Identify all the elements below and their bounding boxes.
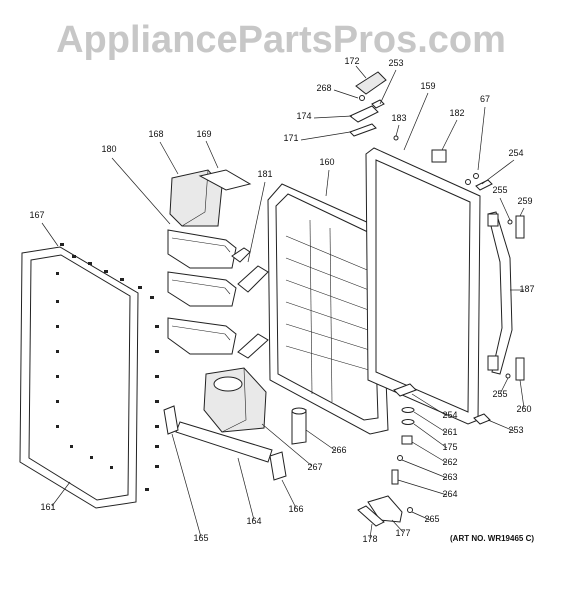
callout-255: 255 <box>492 185 507 195</box>
callout-167: 167 <box>29 210 44 220</box>
callout-268: 268 <box>316 83 331 93</box>
callout-263: 263 <box>442 472 457 482</box>
part-255-screws <box>505 219 513 379</box>
part-254-bottom-hinge <box>393 383 417 397</box>
callout-253: 253 <box>388 58 403 68</box>
part-266-filter <box>291 407 307 445</box>
callout-255: 255 <box>492 389 507 399</box>
callout-171: 171 <box>283 133 298 143</box>
part-165-end-cap <box>163 405 179 435</box>
callout-264: 264 <box>442 489 457 499</box>
callout-262: 262 <box>442 457 457 467</box>
part-181-clips <box>231 247 269 359</box>
part-187-handle <box>487 211 513 375</box>
part-182-plug <box>431 149 447 163</box>
part-265-screw <box>407 507 413 513</box>
part-168-bin-cover <box>169 169 223 227</box>
part-268-screw <box>359 95 365 101</box>
part-160-door-liner <box>267 183 389 435</box>
callout-259: 259 <box>517 196 532 206</box>
part-164-bar <box>175 421 273 463</box>
callout-181: 181 <box>257 169 272 179</box>
part-254-67-hinge-parts <box>465 173 493 191</box>
part-180-door-bins <box>167 229 237 355</box>
callout-180: 180 <box>101 144 116 154</box>
part-174-hinge <box>349 105 379 123</box>
part-264-screw <box>391 469 399 485</box>
callout-254: 254 <box>442 410 457 420</box>
part-172-hinge-cover <box>355 71 387 95</box>
callout-164: 164 <box>246 516 261 526</box>
callout-159: 159 <box>420 81 435 91</box>
callout-172: 172 <box>344 56 359 66</box>
callout-168: 168 <box>148 129 163 139</box>
part-166-end-cap <box>269 451 287 481</box>
callout-182: 182 <box>449 108 464 118</box>
watermark: AppliancePartsPros.com <box>56 19 506 61</box>
part-161-door-gasket <box>19 243 159 509</box>
part-260-end-cap <box>515 357 525 381</box>
part-261-washer <box>401 407 415 413</box>
gasket-clips <box>56 243 159 491</box>
callout-267: 267 <box>307 462 322 472</box>
part-253-bushing-top <box>371 99 385 109</box>
callout-254: 254 <box>508 148 523 158</box>
part-175-washer <box>401 419 415 425</box>
part-178-shim <box>357 505 385 527</box>
callout-260: 260 <box>516 404 531 414</box>
callout-169: 169 <box>196 129 211 139</box>
callout-266: 266 <box>331 445 346 455</box>
part-259-end-cap <box>515 215 525 239</box>
part-253-bushing-bottom <box>473 413 491 425</box>
callout-174: 174 <box>296 111 311 121</box>
part-159-door-outer <box>365 147 481 425</box>
callout-labels: 172 253 268 159 67 182 174 183 171 168 169 180 254 16… <box>29 56 534 544</box>
part-263-pin <box>397 455 403 461</box>
callout-178: 178 <box>362 534 377 544</box>
callout-166: 166 <box>288 504 303 514</box>
callout-165: 165 <box>193 533 208 543</box>
callout-183: 183 <box>391 113 406 123</box>
part-171-shim <box>349 123 377 137</box>
part-169-insert <box>198 169 252 191</box>
callout-261: 261 <box>442 427 457 437</box>
leader-lines <box>41 65 525 539</box>
callout-253: 253 <box>508 425 523 435</box>
callout-161: 161 <box>40 502 55 512</box>
callout-265: 265 <box>424 514 439 524</box>
callout-175: 175 <box>442 442 457 452</box>
part-267-dispenser-bin <box>203 367 267 433</box>
part-183-screw <box>393 135 399 141</box>
callout-67: 67 <box>480 94 490 104</box>
callout-187: 187 <box>519 284 534 294</box>
callout-177: 177 <box>395 528 410 538</box>
art-number: (ART NO. WR19465 C) <box>450 534 534 543</box>
callout-160: 160 <box>319 157 334 167</box>
part-262-cam <box>401 435 413 445</box>
